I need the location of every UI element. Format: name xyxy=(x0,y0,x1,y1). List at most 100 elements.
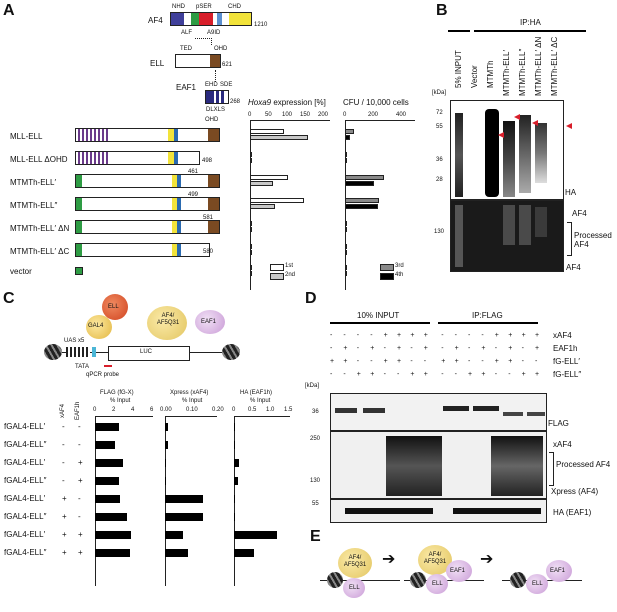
hoxa9-bar-1st xyxy=(250,198,304,203)
eaf1-label: EAF1 xyxy=(176,83,197,92)
d-sign: + xyxy=(481,371,486,378)
cfu-bar-3rd xyxy=(345,244,347,249)
d-sign: - xyxy=(468,332,471,339)
d-sign: + xyxy=(535,371,540,378)
ell-label: ELL xyxy=(150,59,165,68)
af4-protein-bar xyxy=(170,12,252,26)
d-sign: + xyxy=(454,358,459,365)
c-row-xaf4: - xyxy=(62,458,65,467)
c-bar xyxy=(165,423,168,431)
construct-mtmth-ell-dn-diagram xyxy=(75,220,220,234)
hoxa9-title: Hoxa9 expression [%] xyxy=(248,98,326,107)
d-sign: + xyxy=(468,371,473,378)
af4-label: AF4 xyxy=(148,16,163,25)
lane-label: MTMTh xyxy=(486,60,495,88)
d-sign: + xyxy=(410,332,415,339)
construct-name: MTMTh-ELL″ xyxy=(10,201,58,210)
d-sign: + xyxy=(397,345,402,352)
d-sign: - xyxy=(508,371,511,378)
af4-nhd-label: NHD xyxy=(172,4,185,10)
e-nucleosome xyxy=(410,572,426,588)
d-sign: + xyxy=(423,345,428,352)
d-sign: + xyxy=(423,332,428,339)
c-bar xyxy=(165,495,203,503)
e-eaf1-label: EAF1 xyxy=(450,568,466,574)
xpress-label: Xpress (AF4) xyxy=(551,487,599,496)
d-sign: - xyxy=(356,345,360,352)
cfu-title: CFU / 10,000 cells xyxy=(343,98,409,107)
ell-protein-bar xyxy=(175,54,221,68)
d-sign: + xyxy=(383,358,388,365)
e-arrow-1: ➔ xyxy=(382,551,396,568)
d-sign: - xyxy=(441,371,444,378)
construct-length: 461 xyxy=(188,169,199,175)
ha-label: HA xyxy=(565,188,577,197)
c-bar xyxy=(95,495,121,503)
d-sign: - xyxy=(454,371,457,378)
c-tick: 4 xyxy=(131,407,135,413)
hoxa9-bar-1st xyxy=(250,129,285,134)
c-bar xyxy=(234,531,278,539)
lane-label: Vector xyxy=(470,65,479,88)
mw-marker: 250 xyxy=(310,436,321,442)
row-label: fG-ELL″ xyxy=(553,370,582,379)
processed-d-label: Processed AF4 xyxy=(556,460,611,469)
mw-marker: 55 xyxy=(312,501,319,507)
d-sign: + xyxy=(481,345,486,352)
e-ell-label: ELL xyxy=(532,581,543,587)
lane-label: 5% INPUT xyxy=(454,50,463,88)
c-row-eaf1h: + xyxy=(78,530,83,539)
nucleosome-right xyxy=(222,344,240,360)
ip-flag-title: IP:FLAG xyxy=(472,311,503,320)
c-bar xyxy=(95,477,120,485)
e-af4-1 xyxy=(338,548,372,578)
cfu-bar-4th xyxy=(345,204,378,209)
d-sign: - xyxy=(535,358,538,365)
flag-label: FLAG xyxy=(548,419,569,428)
d-sign: - xyxy=(468,345,471,352)
c-bar xyxy=(234,549,254,557)
gal4-label: GAL4 xyxy=(88,323,104,329)
c-row-eaf1h: - xyxy=(78,440,81,449)
construct-name: MTMTh-ELL′ ΔN xyxy=(10,224,70,233)
d-sign: - xyxy=(468,358,471,365)
ell-c-label: ELL xyxy=(108,304,119,310)
processed-af4-label: Processed AF4 xyxy=(574,231,612,249)
eaf1-circle xyxy=(195,310,225,334)
c-row-eaf1h: - xyxy=(78,512,81,521)
legend-3rd-swatch xyxy=(380,264,394,271)
hoxa9-tick: 0 xyxy=(248,112,252,118)
luc-box xyxy=(108,346,190,361)
d-sign: - xyxy=(454,332,457,339)
af4-pser-label: pSER xyxy=(196,4,212,10)
d-sign: + xyxy=(454,345,459,352)
hoxa9-title-rest: expression [%] xyxy=(271,98,326,107)
hoxa9-bar-1st xyxy=(250,221,252,226)
af4-chd-label: CHD xyxy=(228,4,241,10)
col-eaf1h: EAF1h xyxy=(75,401,81,420)
c-row-xaf4: - xyxy=(62,440,65,449)
construct-name: vector xyxy=(10,267,32,276)
d-sign: + xyxy=(410,371,415,378)
cfu-bar-3rd xyxy=(345,129,355,134)
xpress-blot xyxy=(330,431,547,499)
hoxa9-bar-2nd xyxy=(250,271,252,276)
c-bar xyxy=(165,459,167,467)
panel-a-label: A xyxy=(3,2,15,19)
af4-blot xyxy=(450,200,564,272)
ha-blot xyxy=(450,100,564,200)
c-tick: 0.5 xyxy=(248,407,257,413)
d-sign: - xyxy=(423,358,427,365)
hoxa9-bar-2nd xyxy=(250,250,252,255)
kda-label: [kDa] xyxy=(432,90,447,96)
c-bar xyxy=(234,441,235,449)
af4-a9id-label: A9ID xyxy=(207,30,221,36)
legend-4th-label: 4th xyxy=(395,272,404,278)
c-row-eaf1h: + xyxy=(78,476,83,485)
hoxa9-bar-1st xyxy=(250,265,252,270)
hoxa9-bar-2nd xyxy=(250,204,276,209)
af4-c-label: AF4/ AF5Q31 xyxy=(156,313,180,326)
d-sign: - xyxy=(521,358,524,365)
c-bar xyxy=(234,459,240,467)
d-sign: - xyxy=(494,371,498,378)
